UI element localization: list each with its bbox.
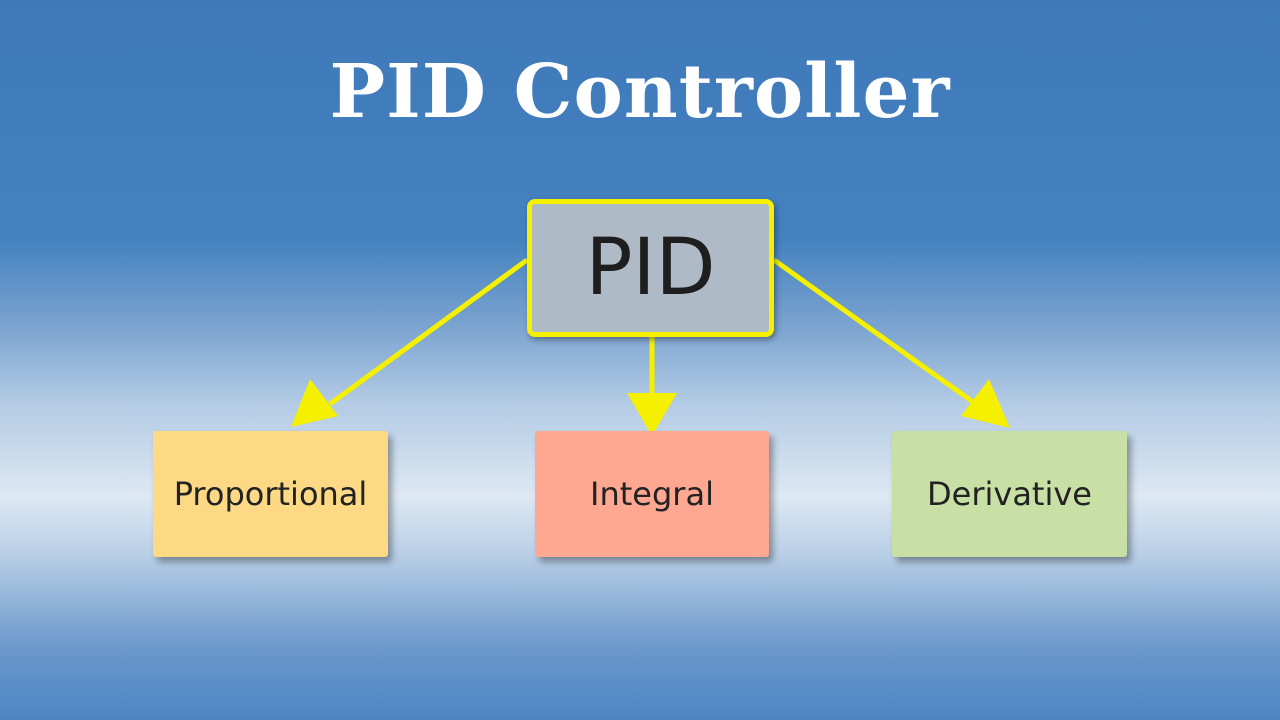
integral-node-label: Integral [590,475,714,513]
arrowhead-derivative [961,379,1010,428]
derivative-node-label: Derivative [927,475,1092,513]
arrow-to-derivative [772,257,975,405]
derivative-node: Derivative [892,431,1127,557]
page-title: PID Controller [329,49,951,135]
arrowhead-proportional [291,379,338,427]
proportional-node: Proportional [153,431,388,557]
proportional-node-label: Proportional [173,475,368,513]
arrow-to-proportional [328,257,529,407]
pid-node-label: PID [585,223,716,313]
arrowhead-integral [627,393,677,436]
integral-node: Integral [535,431,769,557]
pid-node: PID [527,199,774,337]
